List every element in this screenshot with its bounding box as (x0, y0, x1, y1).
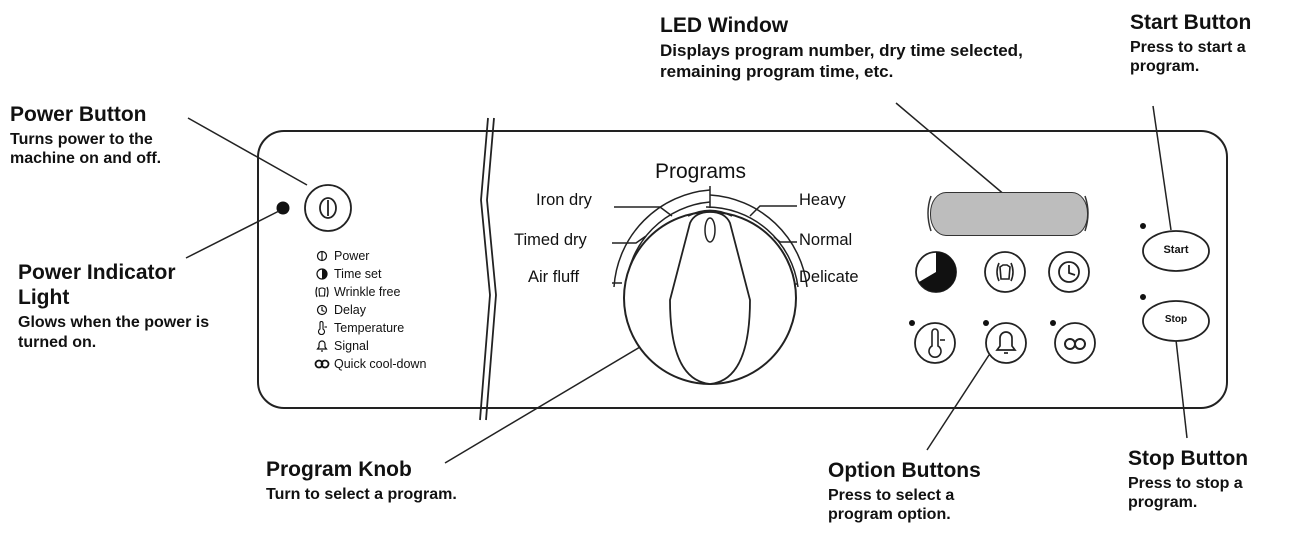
legend-item: Power (310, 247, 426, 265)
program-delicate: Delicate (799, 268, 859, 286)
signal-icon (310, 340, 334, 352)
delay-icon (1058, 261, 1080, 283)
time-set-icon (310, 268, 334, 280)
signal-button[interactable] (985, 322, 1027, 364)
control-panel (257, 130, 1228, 409)
callout-title: Stop Button (1128, 447, 1249, 470)
knob-pointer (704, 217, 716, 243)
legend-item: Quick cool-down (310, 355, 426, 373)
temperature-button[interactable] (914, 322, 956, 364)
power-indicator-callout: Power Indicator Light Glows when the pow… (18, 260, 218, 352)
panel-break (479, 117, 491, 421)
callout-desc: Displays program number, dry time select… (660, 41, 1023, 81)
quick-cool-down-icon (310, 359, 334, 369)
callout-title: Start Button (1130, 11, 1252, 34)
temperature-icon (928, 328, 945, 358)
program-heavy: Heavy (799, 191, 846, 209)
stop-button-label: Stop (1164, 314, 1188, 325)
start-button-callout: Start Button Press to start a program. (1130, 10, 1290, 77)
led-window (930, 192, 1088, 236)
power-button-callout: Power Button Turns power to the machine … (10, 102, 190, 169)
knob-grip (669, 211, 751, 385)
callout-title: Program Knob (266, 458, 412, 481)
power-indicator-light (276, 201, 290, 215)
program-air-fluff: Air fluff (528, 268, 580, 286)
start-button-label: Start (1163, 244, 1189, 256)
legend-item: Signal (310, 337, 426, 355)
wrinkle-free-icon (310, 286, 334, 298)
callout-title: Power Button (10, 103, 147, 126)
program-timed-dry: Timed dry (514, 231, 587, 249)
program-iron-dry: Iron dry (536, 191, 592, 209)
power-icon (319, 197, 337, 219)
program-normal: Normal (799, 231, 853, 249)
callout-desc: Press to select a program option. (828, 487, 955, 524)
legend-item: Temperature (310, 319, 426, 337)
callout-title: Power Indicator Light (18, 261, 176, 310)
signal-icon (995, 331, 1017, 354)
delay-icon (310, 304, 334, 316)
option-buttons-callout: Option Buttons Press to select a program… (828, 458, 1028, 525)
start-button-shape[interactable] (1142, 230, 1210, 272)
callout-desc: Glows when the power is turned on. (18, 314, 210, 351)
power-icon (310, 250, 334, 262)
temperature-indicator-light (909, 320, 915, 326)
legend-item: Delay (310, 301, 426, 319)
callout-title: LED Window (660, 14, 789, 37)
callout-desc: Turns power to the machine on and off. (10, 131, 162, 168)
wrinkle-free-icon (996, 262, 1014, 282)
wrinkle-free-button[interactable] (984, 251, 1026, 293)
signal-indicator-light (983, 320, 989, 326)
legend-item: Time set (310, 265, 426, 283)
start-indicator-light (1140, 223, 1146, 229)
led-window-callout: LED Window Displays program number, dry … (660, 13, 1060, 82)
stop-indicator-light (1140, 294, 1146, 300)
time-set-icon (919, 251, 957, 292)
legend-item: Wrinkle free (310, 283, 426, 301)
quick-cool-down-icon (1064, 338, 1086, 350)
callout-title: Option Buttons (828, 459, 981, 482)
callout-desc: Turn to select a program. (266, 486, 457, 504)
symbol-legend: Power Time set Wrinkle free Delay Temper… (310, 247, 426, 373)
program-knob-callout: Program Knob Turn to select a program. (266, 457, 566, 504)
temperature-icon (310, 321, 334, 335)
stop-button-callout: Stop Button Press to stop a program. (1128, 446, 1293, 513)
callout-desc: Press to stop a program. (1128, 475, 1243, 512)
programs-heading: Programs (655, 160, 747, 183)
stop-button-shape[interactable] (1142, 300, 1210, 342)
quick-cool-down-indicator-light (1050, 320, 1056, 326)
callout-desc: Press to start a program. (1130, 39, 1246, 76)
